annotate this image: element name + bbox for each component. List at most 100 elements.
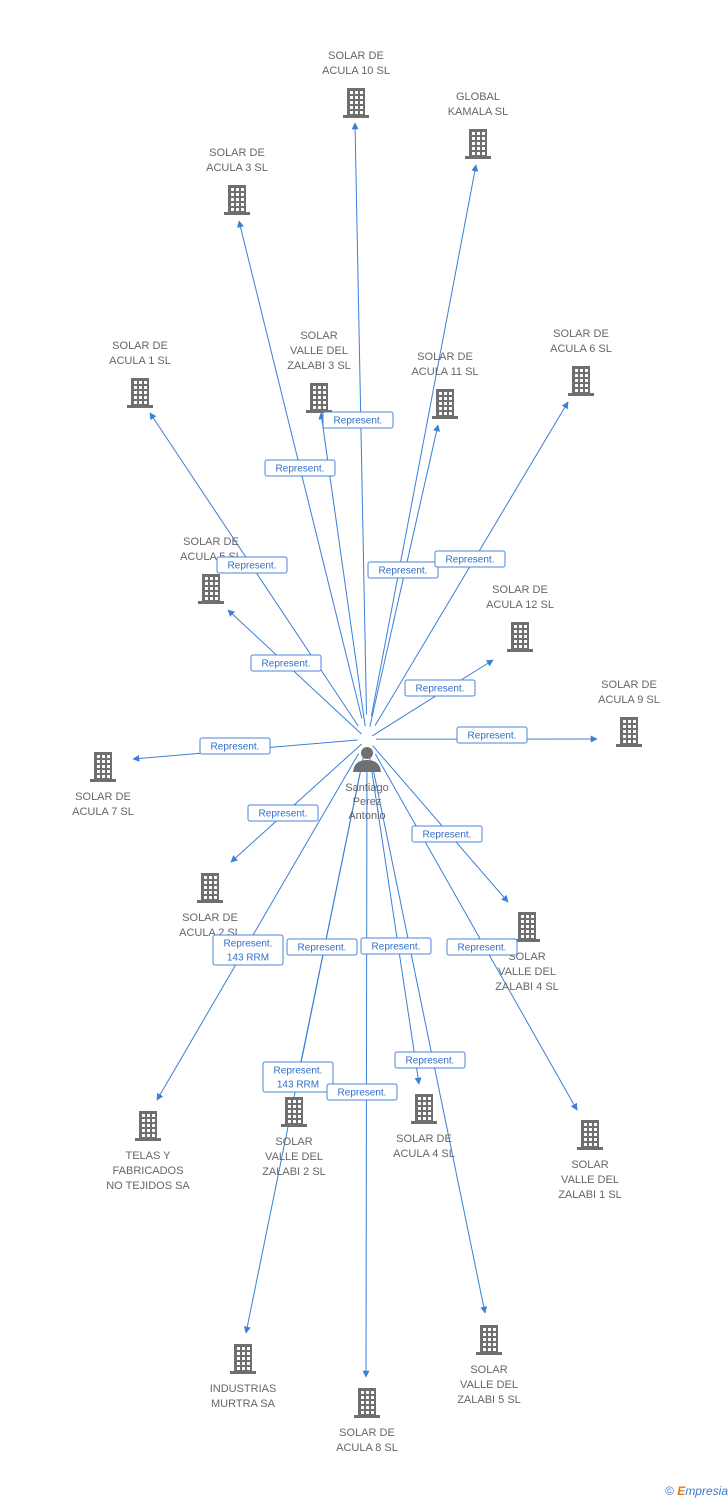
company-name-line: ACULA 12 SL — [486, 599, 554, 611]
copyright-symbol: © — [665, 1484, 674, 1498]
edge-label-text: Represent. — [262, 659, 311, 670]
company-name-line: SOLAR DE — [75, 791, 131, 803]
edge-label-box — [199, 737, 271, 755]
company-name-line: SOLAR — [300, 330, 337, 342]
edge-label-c11[interactable]: Represent. — [367, 561, 439, 579]
edge-v1 — [374, 753, 578, 1111]
edge-v5 — [371, 762, 488, 1314]
building-icon — [507, 622, 533, 652]
edge-label-text: Represent. — [406, 1056, 455, 1067]
building-icon — [127, 378, 153, 408]
edge-label-v1[interactable]: Represent. — [446, 938, 518, 956]
building-icon — [224, 185, 250, 215]
company-name-line: KAMALA SL — [448, 106, 509, 118]
edge-label-c6[interactable]: Represent. — [434, 550, 506, 568]
edge-label-c1[interactable]: Represent. — [216, 556, 288, 574]
building-icon — [568, 366, 594, 396]
edge-label-c4[interactable]: Represent. — [360, 937, 432, 955]
company-name-line: SOLAR — [275, 1136, 312, 1148]
company-name-line: SOLAR DE — [182, 912, 238, 924]
edge-label-c5[interactable]: Represent. — [250, 654, 322, 672]
company-name-line: SOLAR DE — [553, 328, 609, 340]
edge-label-box — [262, 1061, 334, 1093]
edge-label-text: Represent. — [446, 555, 495, 566]
brand-logo-text: mpresia — [685, 1484, 728, 1498]
edge-v4 — [372, 745, 509, 903]
edge-label-text: Represent. — [334, 416, 383, 427]
company-name-line: VALLE DEL — [460, 1379, 518, 1391]
building-icon — [465, 129, 491, 159]
edge-label-text: Represent. — [211, 742, 260, 753]
edge-label-c8[interactable]: Represent. — [326, 1083, 398, 1101]
company-node-global[interactable]: GLOBAL KAMALA SL — [448, 91, 509, 159]
company-name-line: ACULA 9 SL — [598, 694, 660, 706]
edge-label-murtra[interactable]: Represent.143 RRM — [262, 1061, 334, 1093]
company-name-line: ZALABI 5 SL — [457, 1394, 521, 1406]
building-icon — [411, 1094, 437, 1124]
edge-label-box — [404, 679, 476, 697]
edge-label-v3[interactable]: Represent. — [322, 411, 394, 429]
edge-label-v4[interactable]: Represent. — [411, 825, 483, 843]
edge-label-c7[interactable]: Represent. — [199, 737, 271, 755]
company-name-line: MURTRA SA — [211, 1398, 276, 1410]
brand-logo-initial: E — [677, 1484, 686, 1498]
building-icon — [432, 389, 458, 419]
company-name-line: VALLE DEL — [265, 1151, 323, 1163]
edge-label-box — [411, 825, 483, 843]
company-name-line: VALLE DEL — [498, 966, 556, 978]
edge-label-v5[interactable]: Represent. — [394, 1051, 466, 1069]
building-icon — [514, 912, 540, 942]
edge-label-c9[interactable]: Represent. — [456, 726, 528, 744]
edge-label-text: 143 RRM — [227, 953, 269, 964]
edge-label-telas[interactable]: Represent.143 RRM — [212, 934, 284, 966]
edge-label-text: Represent. — [276, 464, 325, 475]
company-name-line: SOLAR — [508, 951, 545, 963]
building-icon — [577, 1120, 603, 1150]
edge-global — [370, 164, 479, 717]
building-icon — [198, 574, 224, 604]
company-name-line: SOLAR DE — [339, 1427, 395, 1439]
edge-label-c2[interactable]: Represent. — [247, 804, 319, 822]
edge-label-box — [394, 1051, 466, 1069]
company-name-line: SOLAR — [470, 1364, 507, 1376]
company-node-v4[interactable]: SOLAR VALLE DEL ZALABI 4 SL — [495, 912, 559, 993]
building-icon — [476, 1325, 502, 1355]
edge-label-c12[interactable]: Represent. — [404, 679, 476, 697]
company-name-line: SOLAR — [571, 1159, 608, 1171]
edge-label-box — [216, 556, 288, 574]
person-name-line: Antonio — [348, 810, 385, 822]
company-name-line: ZALABI 4 SL — [495, 981, 559, 993]
person-name-line: Perez — [353, 796, 382, 808]
edge-label-v2[interactable]: Represent. — [286, 938, 358, 956]
company-name-line: NO TEJIDOS SA — [106, 1180, 190, 1192]
company-name-line: ACULA 3 SL — [206, 162, 268, 174]
edge-label-text: Represent. — [458, 943, 507, 954]
company-name-line: GLOBAL — [456, 91, 500, 103]
edge-labels-layer: Represent.Represent.Represent.Represent.… — [199, 411, 528, 1101]
edge-label-box — [367, 561, 439, 579]
building-icon — [343, 88, 369, 118]
building-icon — [135, 1111, 161, 1141]
company-node-v5[interactable]: SOLAR VALLE DEL ZALABI 5 SL — [457, 1325, 521, 1406]
edge-label-c3[interactable]: Represent. — [264, 459, 336, 477]
building-icon — [197, 873, 223, 903]
company-name-line: SOLAR DE — [112, 340, 168, 352]
edge-label-box — [250, 654, 322, 672]
